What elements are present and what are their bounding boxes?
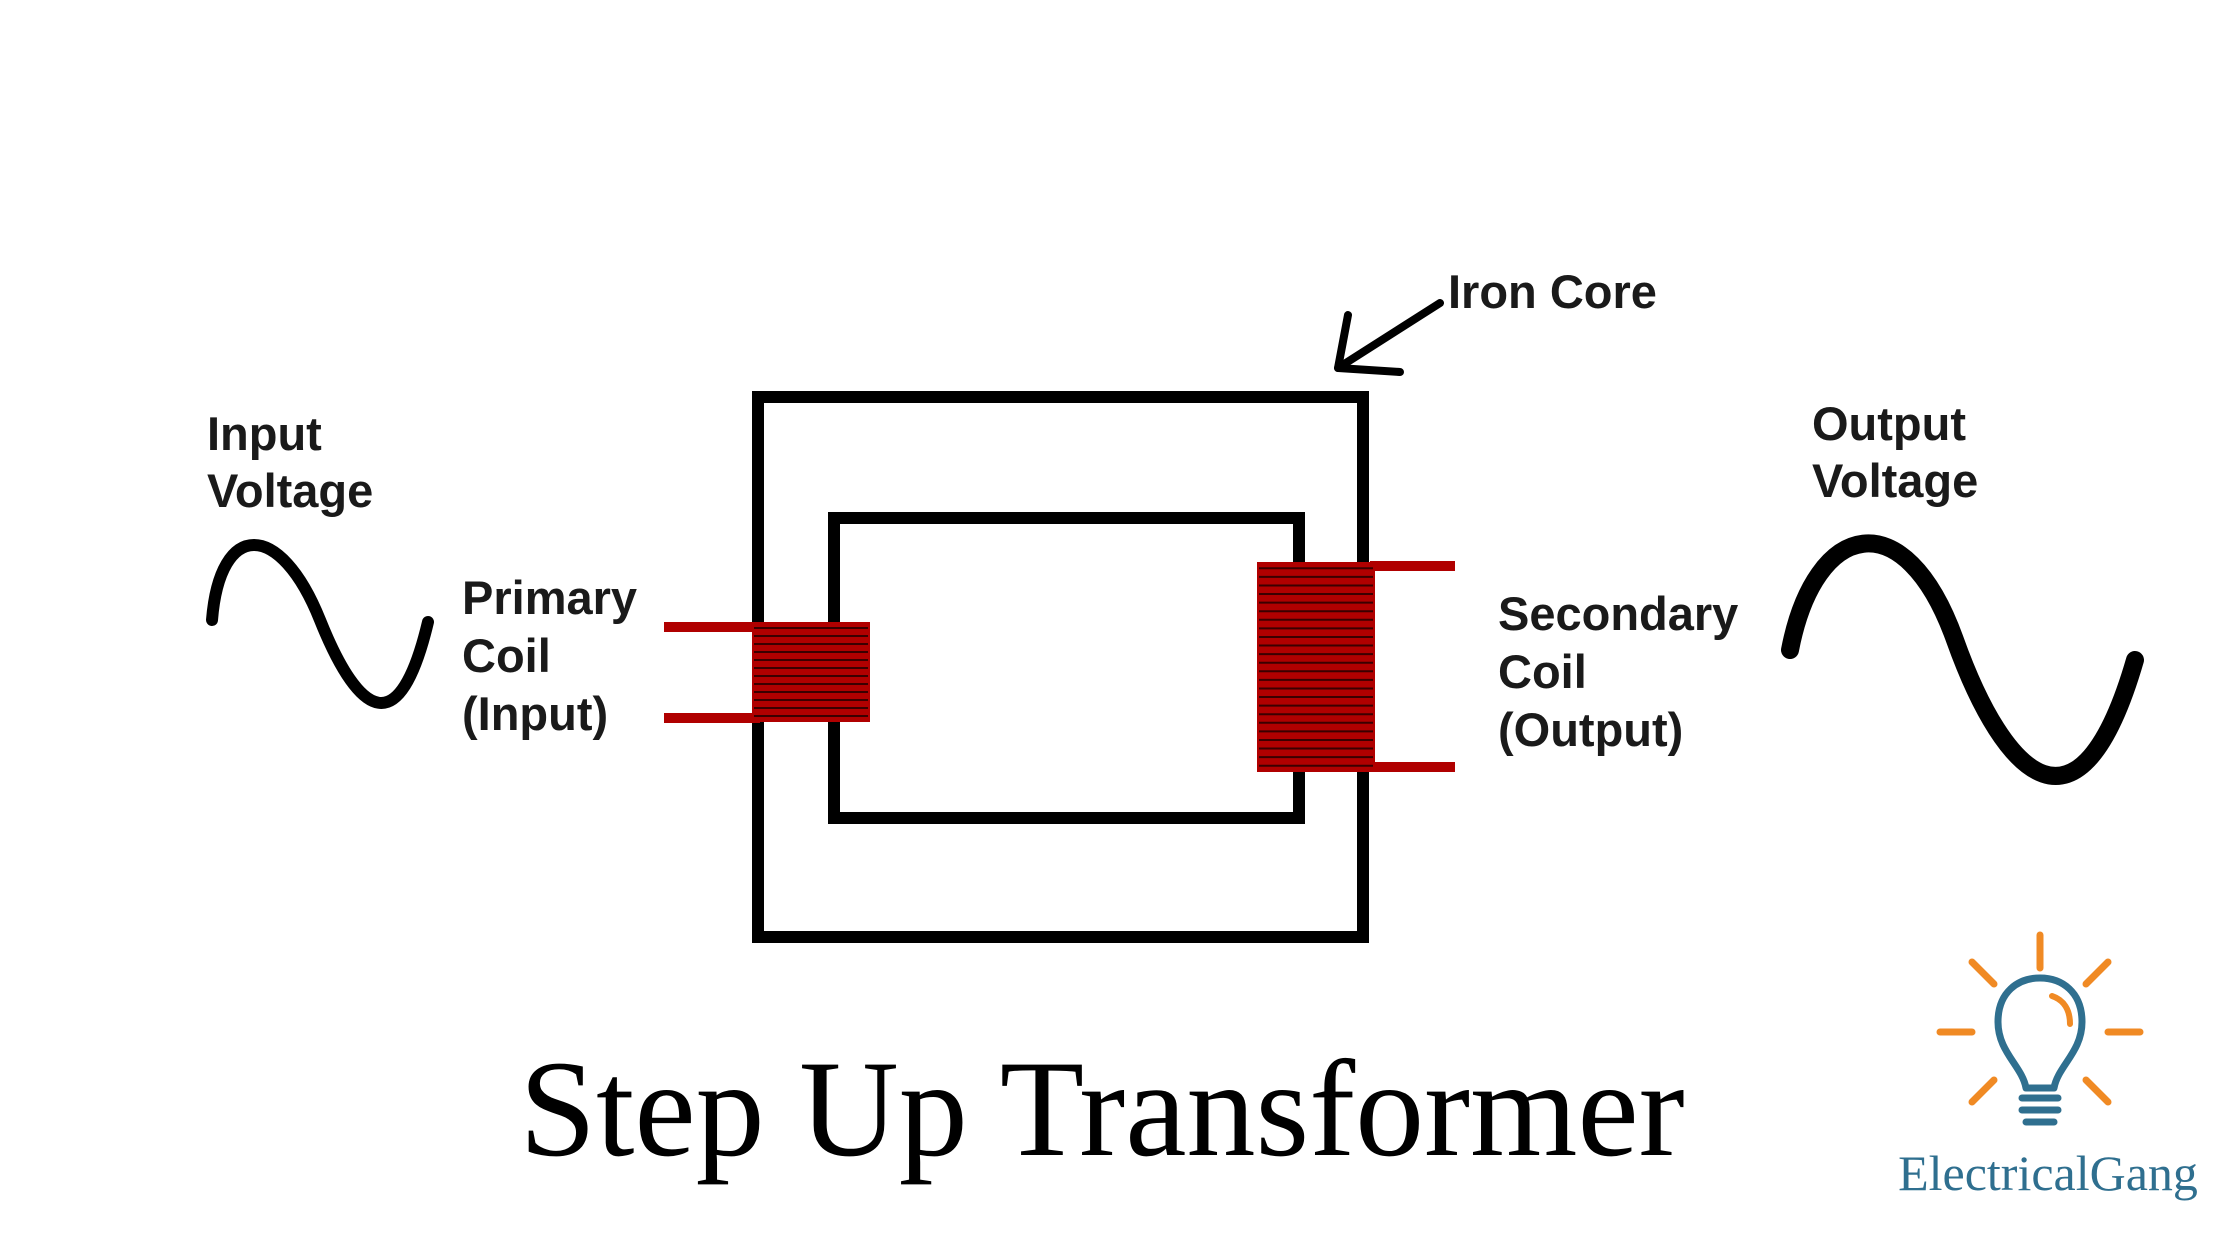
iron-core-arrow xyxy=(1334,299,1444,376)
primary-coil xyxy=(664,622,870,723)
iron-core-inner xyxy=(828,512,1305,824)
secondary-winding xyxy=(1257,562,1375,772)
secondary-winding-turns xyxy=(1259,567,1373,767)
bulb-base xyxy=(2018,1094,2062,1126)
bulb-glass xyxy=(1994,974,2086,1092)
output-voltage-label: Output Voltage xyxy=(1812,397,1979,507)
primary-winding xyxy=(752,622,870,722)
diagram-title: Step Up Transformer xyxy=(519,1032,1684,1185)
bulb-highlight xyxy=(2049,993,2073,1027)
light-rays xyxy=(1936,931,2144,1106)
output-sine-wave xyxy=(1781,534,2144,785)
secondary-coil xyxy=(1257,561,1455,772)
iron-core-label: Iron Core xyxy=(1448,265,1657,318)
primary-coil-label: Primary Coil (Input) xyxy=(462,571,650,740)
brand-name: ElectricalGang xyxy=(1898,1145,2198,1201)
input-sine-wave xyxy=(206,539,434,709)
brand-logo: ElectricalGang xyxy=(1898,931,2198,1201)
input-voltage-label: Input Voltage xyxy=(207,407,373,517)
primary-winding-turns xyxy=(754,627,868,717)
light-bulb-icon xyxy=(1936,931,2144,1126)
secondary-coil-label: Secondary Coil (Output) xyxy=(1498,587,1751,756)
